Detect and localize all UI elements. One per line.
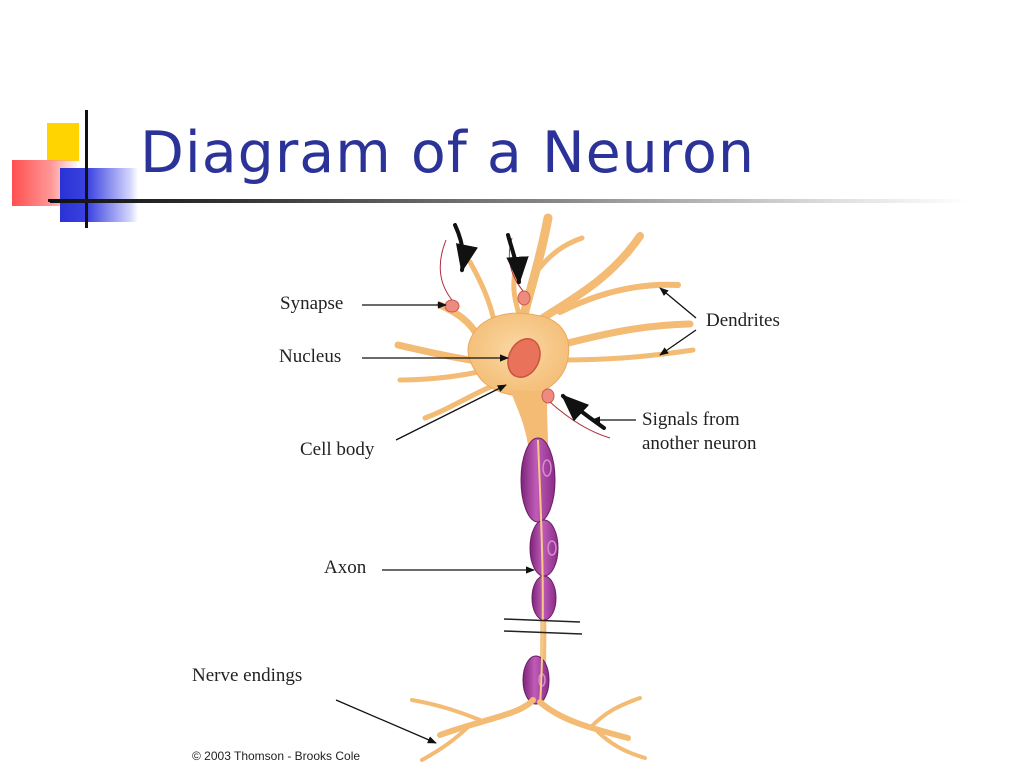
title-underline: [50, 199, 970, 203]
myelin-nuclei: [538, 459, 557, 687]
axon-hillock: [510, 390, 548, 445]
page-title: Diagram of a Neuron: [140, 120, 755, 186]
synapse-knobs: [444, 290, 555, 404]
slide-logo: [0, 0, 140, 240]
label-nerve-endings: Nerve endings: [192, 665, 303, 686]
label-synapse: Synapse: [280, 293, 344, 314]
logo-vertical-line: [85, 110, 88, 228]
label-nucleus: Nucleus: [279, 346, 342, 367]
label-axon: Axon: [324, 557, 367, 578]
label-dendrites: Dendrites: [706, 310, 780, 331]
logo-yellow-square: [47, 123, 79, 161]
axon-break-marks: [503, 618, 583, 635]
nucleus-shape: [507, 338, 541, 378]
logo-blue-square: [60, 168, 138, 222]
nerve-endings-branches: [410, 696, 647, 762]
copyright-credit: © 2003 Thomson - Brooks Cole: [192, 749, 361, 763]
signal-arrows: [453, 223, 606, 430]
label-signals-line1: Signals from: [642, 409, 740, 430]
axon-center-line: [537, 439, 544, 707]
label-cell-body: Cell body: [300, 439, 375, 460]
myelin-sheath: [520, 437, 559, 705]
label-leader-lines: [335, 287, 697, 744]
label-signals-line2: another neuron: [642, 433, 757, 454]
